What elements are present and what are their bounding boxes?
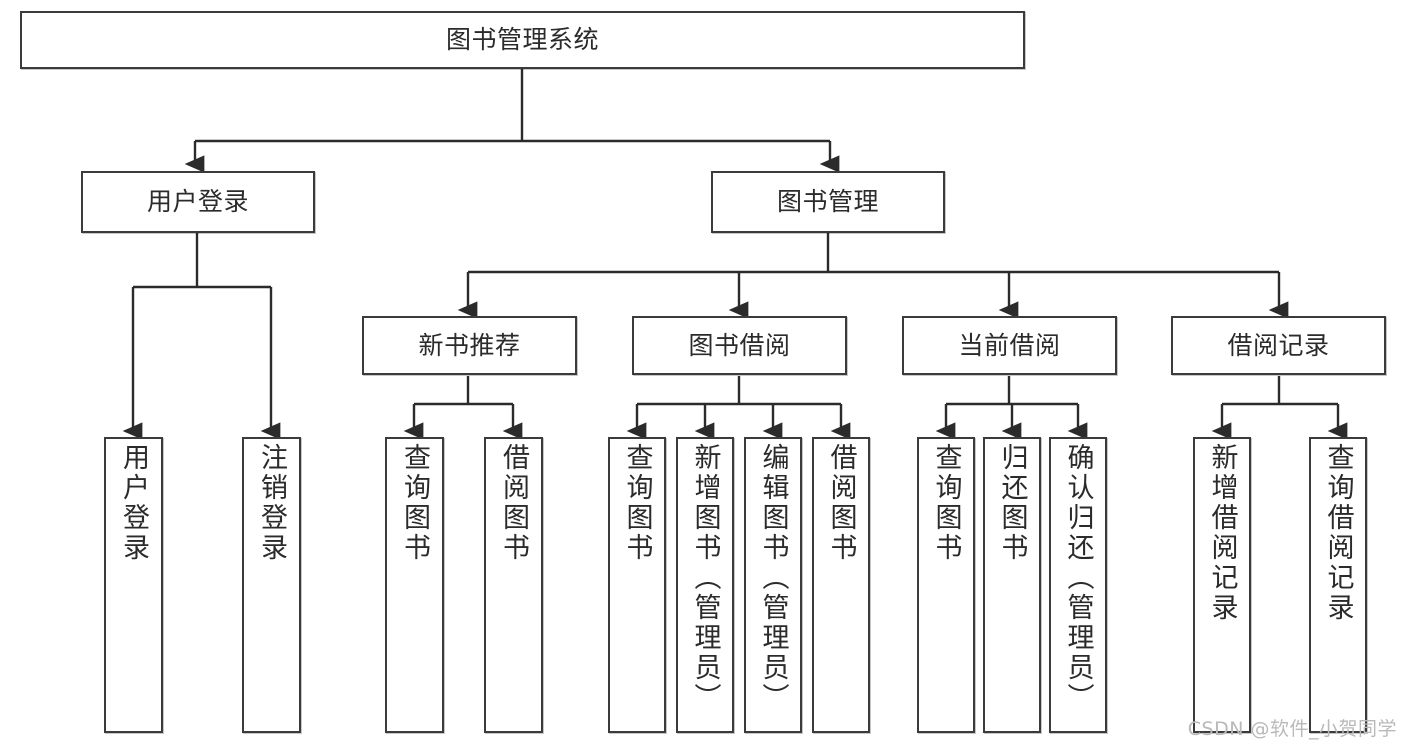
node-label: 确认归还（管理员） — [1062, 443, 1094, 713]
watermark-text: CSDN @软件_小贺同学 — [1187, 718, 1397, 740]
leaf-query-borrow-record[interactable]: 查询借阅记录 — [1309, 437, 1367, 733]
node-current-borrow[interactable]: 当前借阅 — [902, 316, 1117, 375]
node-book-manage[interactable]: 图书管理 — [711, 171, 945, 233]
node-label: 借阅图书 — [825, 443, 857, 563]
node-label: 用户登录 — [146, 187, 249, 217]
node-label: 图书管理 — [776, 187, 879, 217]
node-label: 借阅记录 — [1227, 330, 1330, 360]
leaf-query-book-borrow[interactable]: 查询图书 — [608, 437, 666, 733]
node-label: 当前借阅 — [958, 330, 1061, 360]
node-label: 用户登录 — [118, 443, 149, 563]
node-label: 查询图书 — [399, 443, 430, 563]
leaf-borrow-book[interactable]: 借阅图书 — [812, 437, 870, 733]
node-book-borrow[interactable]: 图书借阅 — [632, 316, 847, 375]
leaf-borrow-book-recommend[interactable]: 借阅图书 — [484, 437, 543, 733]
node-label: 图书管理系统 — [445, 25, 599, 55]
leaf-query-book-recommend[interactable]: 查询图书 — [385, 437, 444, 733]
node-label: 查询借阅记录 — [1322, 443, 1354, 623]
leaf-add-borrow-record[interactable]: 新增借阅记录 — [1193, 437, 1251, 733]
leaf-query-book-current[interactable]: 查询图书 — [917, 437, 975, 733]
node-borrow-record[interactable]: 借阅记录 — [1171, 316, 1386, 375]
node-label: 图书借阅 — [688, 330, 791, 360]
leaf-edit-book[interactable]: 编辑图书（管理员） — [744, 437, 802, 733]
node-new-book-recommend[interactable]: 新书推荐 — [362, 316, 577, 375]
node-label: 查询图书 — [621, 443, 653, 563]
node-label: 借阅图书 — [498, 443, 529, 563]
node-label: 注销登录 — [256, 443, 287, 563]
node-root-system[interactable]: 图书管理系统 — [20, 11, 1025, 69]
node-label: 编辑图书（管理员） — [757, 443, 789, 713]
node-label: 新书推荐 — [418, 330, 521, 360]
node-label: 新增图书（管理员） — [689, 443, 721, 713]
leaf-confirm-return[interactable]: 确认归还（管理员） — [1049, 437, 1107, 733]
leaf-logout[interactable]: 注销登录 — [242, 437, 301, 733]
node-label: 新增借阅记录 — [1206, 443, 1238, 623]
leaf-add-book[interactable]: 新增图书（管理员） — [676, 437, 734, 733]
node-label: 归还图书 — [996, 443, 1028, 563]
leaf-return-book[interactable]: 归还图书 — [983, 437, 1041, 733]
leaf-user-login[interactable]: 用户登录 — [104, 437, 163, 733]
node-user-login[interactable]: 用户登录 — [81, 171, 315, 233]
node-label: 查询图书 — [930, 443, 962, 563]
